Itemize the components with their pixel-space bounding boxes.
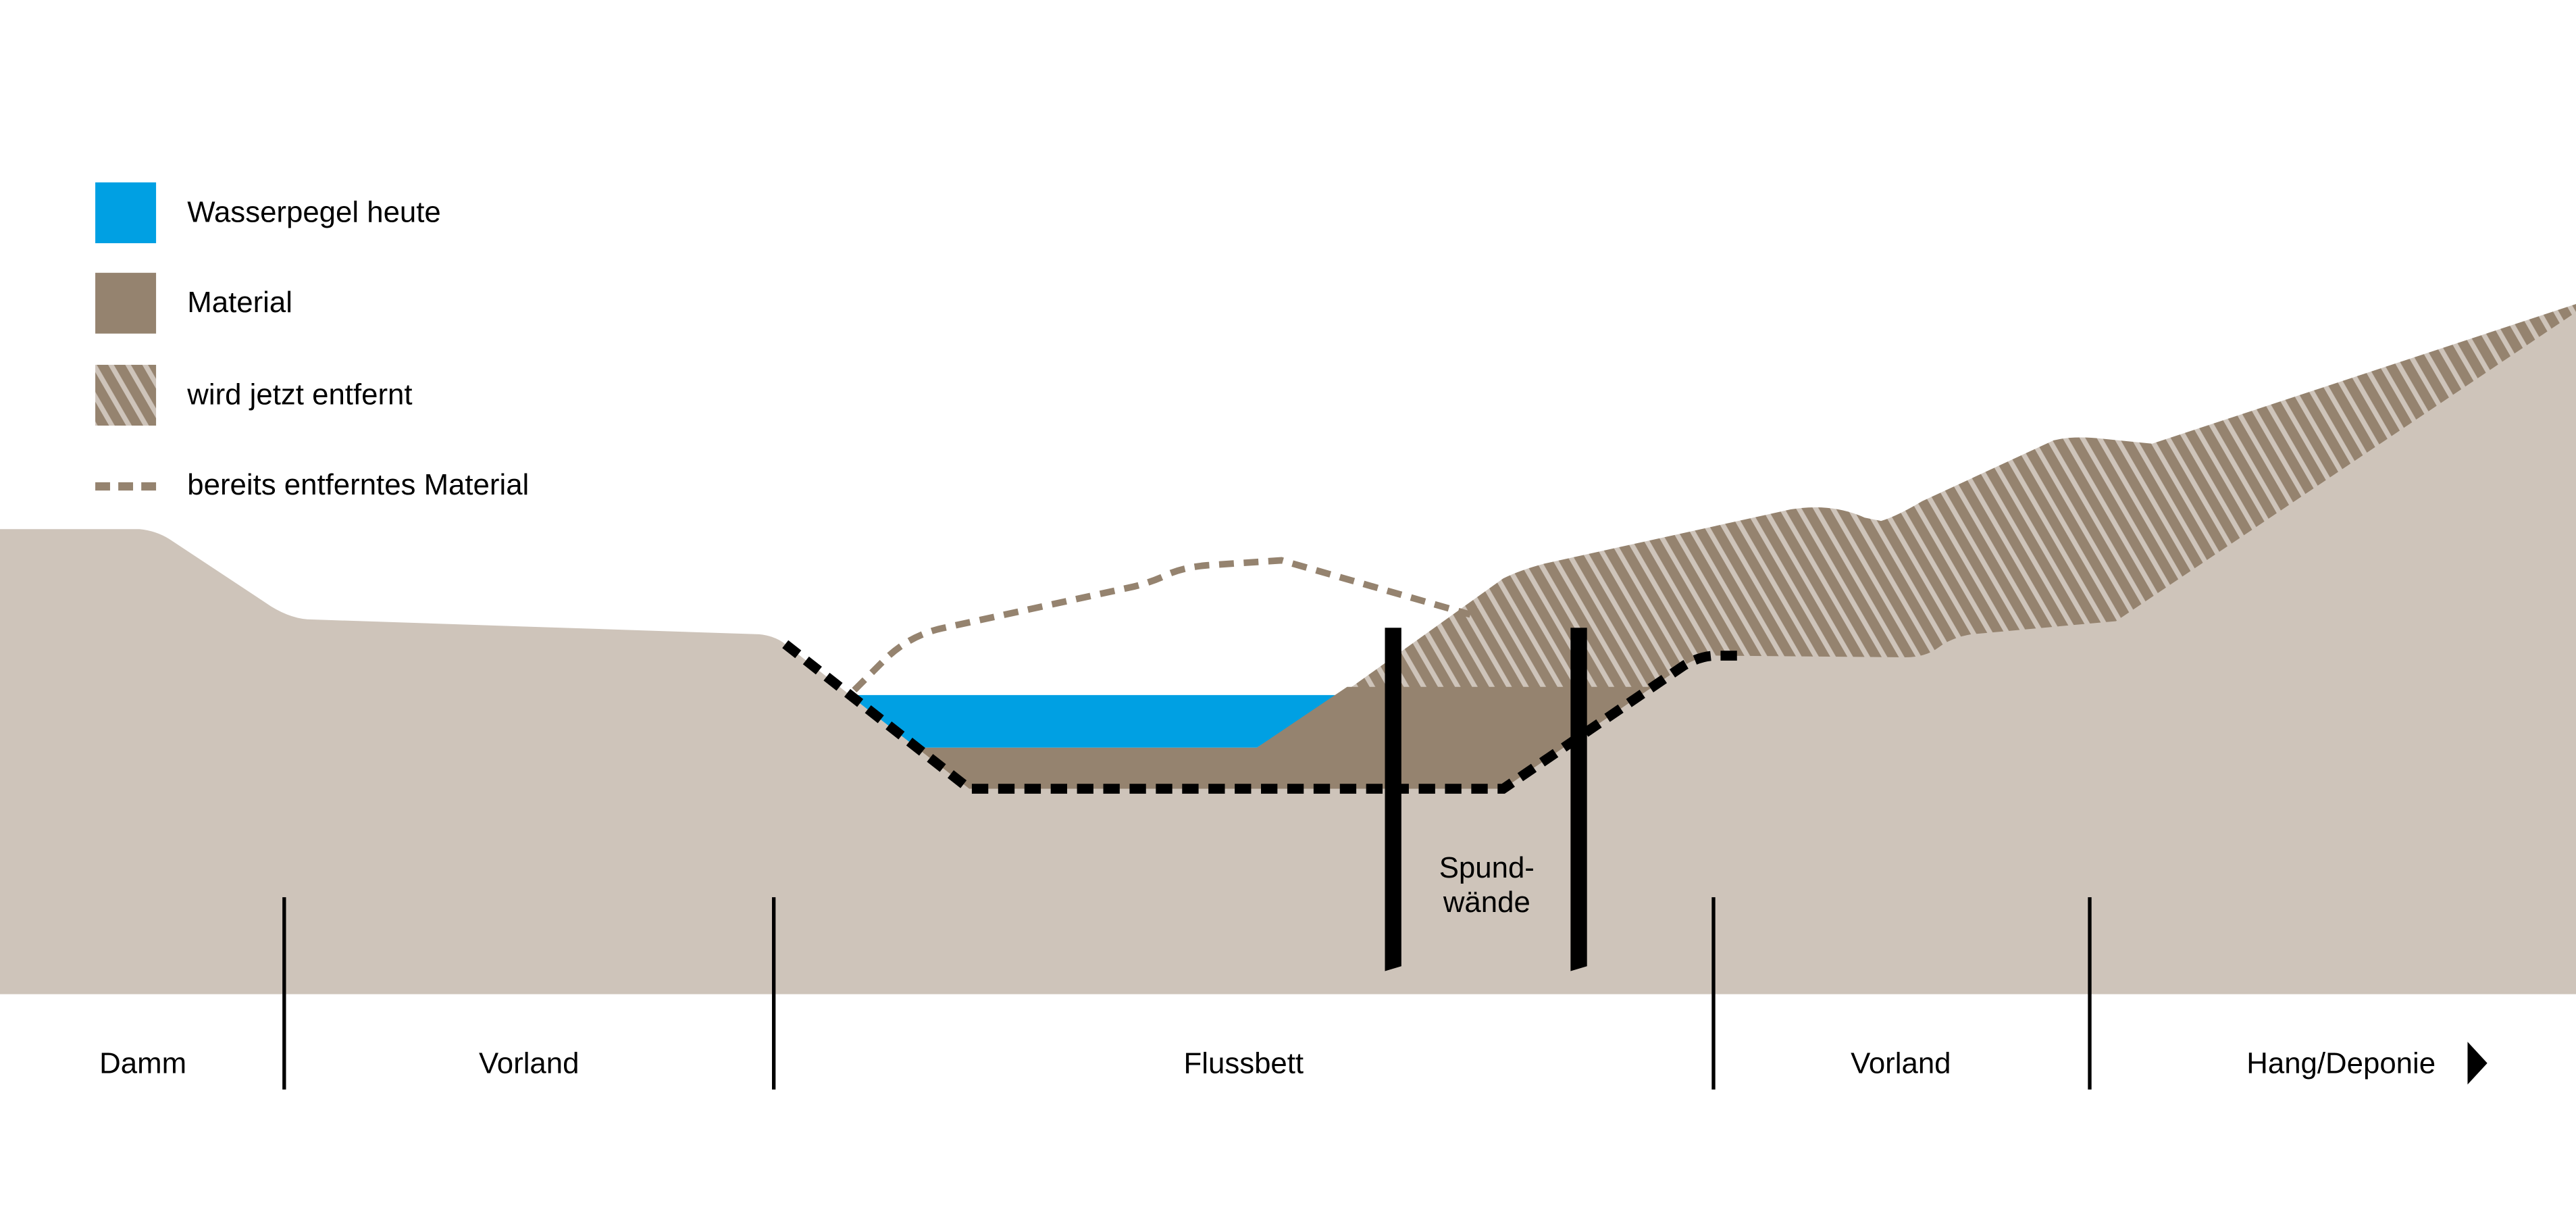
- new-riverbed-line: [782, 640, 1738, 794]
- legend-label: Wasserpegel heute: [187, 195, 440, 228]
- water-level: [849, 694, 1339, 748]
- arrow-right-icon: [2467, 1042, 2488, 1085]
- legend-swatch-water: [95, 182, 157, 244]
- zone-label-vorland-left: Vorland: [479, 1046, 579, 1080]
- material-layer: [917, 686, 1653, 789]
- legend-label: wird jetzt entfernt: [186, 378, 412, 411]
- zone-dividers: [282, 897, 2092, 1090]
- zone-label-vorland-right: Vorland: [1851, 1046, 1951, 1080]
- zone-label-flussbett: Flussbett: [1184, 1046, 1304, 1080]
- zone-label-hang-deponie: Hang/Deponie: [2246, 1046, 2436, 1080]
- sheet-piles-label: wände: [1443, 886, 1530, 919]
- zone-label-damm: Damm: [99, 1046, 186, 1080]
- sheet-piles-label: Spund-: [1439, 851, 1535, 884]
- legend-label: Material: [187, 286, 292, 319]
- sheet-pile-right: [1570, 628, 1587, 971]
- legend-swatch-material: [95, 272, 157, 334]
- legend-label: bereits entferntes Material: [187, 468, 529, 501]
- legend-swatch-hatch: [95, 365, 157, 426]
- sheet-pile-left: [1385, 628, 1401, 971]
- legend: Wasserpegel heute Material wird jetzt en…: [95, 182, 529, 501]
- ground-profile: [0, 312, 2576, 994]
